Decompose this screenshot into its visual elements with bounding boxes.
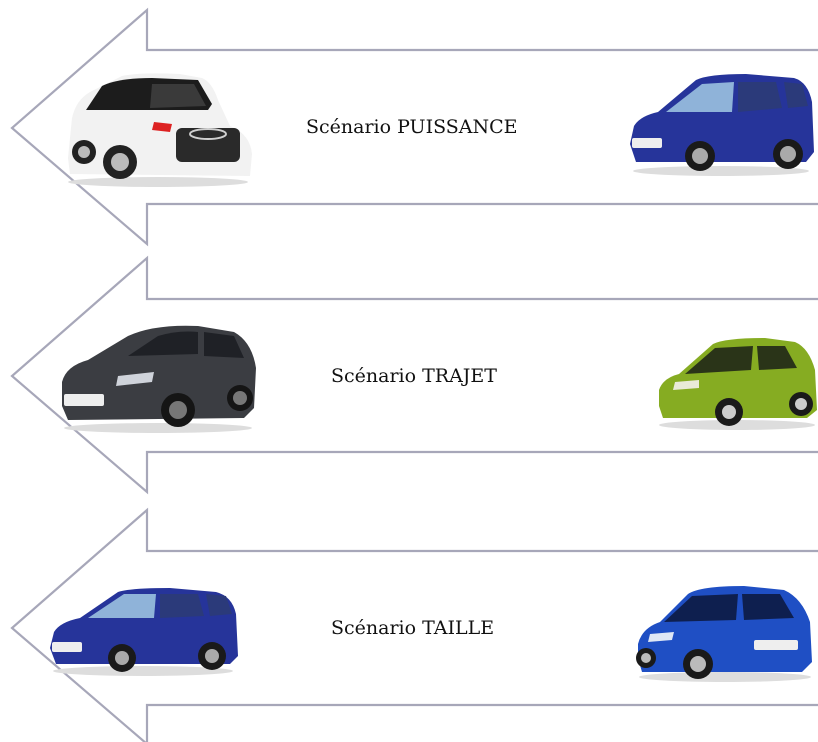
- scenario-label-puissance: Scénario PUISSANCE: [306, 116, 518, 138]
- arrow-taille: [10, 507, 818, 742]
- white-audi-hatchback-icon: [68, 73, 252, 187]
- green-chevrolet-spark-icon: [659, 338, 817, 430]
- dark-grey-renault-megane-icon: [62, 325, 256, 433]
- arrow-puissance: [10, 7, 818, 247]
- blue-mercedes-minivan-icon: [630, 74, 814, 176]
- scenario-label-trajet: Scénario TRAJET: [331, 365, 497, 387]
- blue-mercedes-minivan-icon: [50, 588, 238, 676]
- blue-seat-ibiza-icon: [636, 586, 812, 682]
- arrow-trajet: [10, 255, 818, 495]
- scenario-label-taille: Scénario TAILLE: [331, 617, 495, 639]
